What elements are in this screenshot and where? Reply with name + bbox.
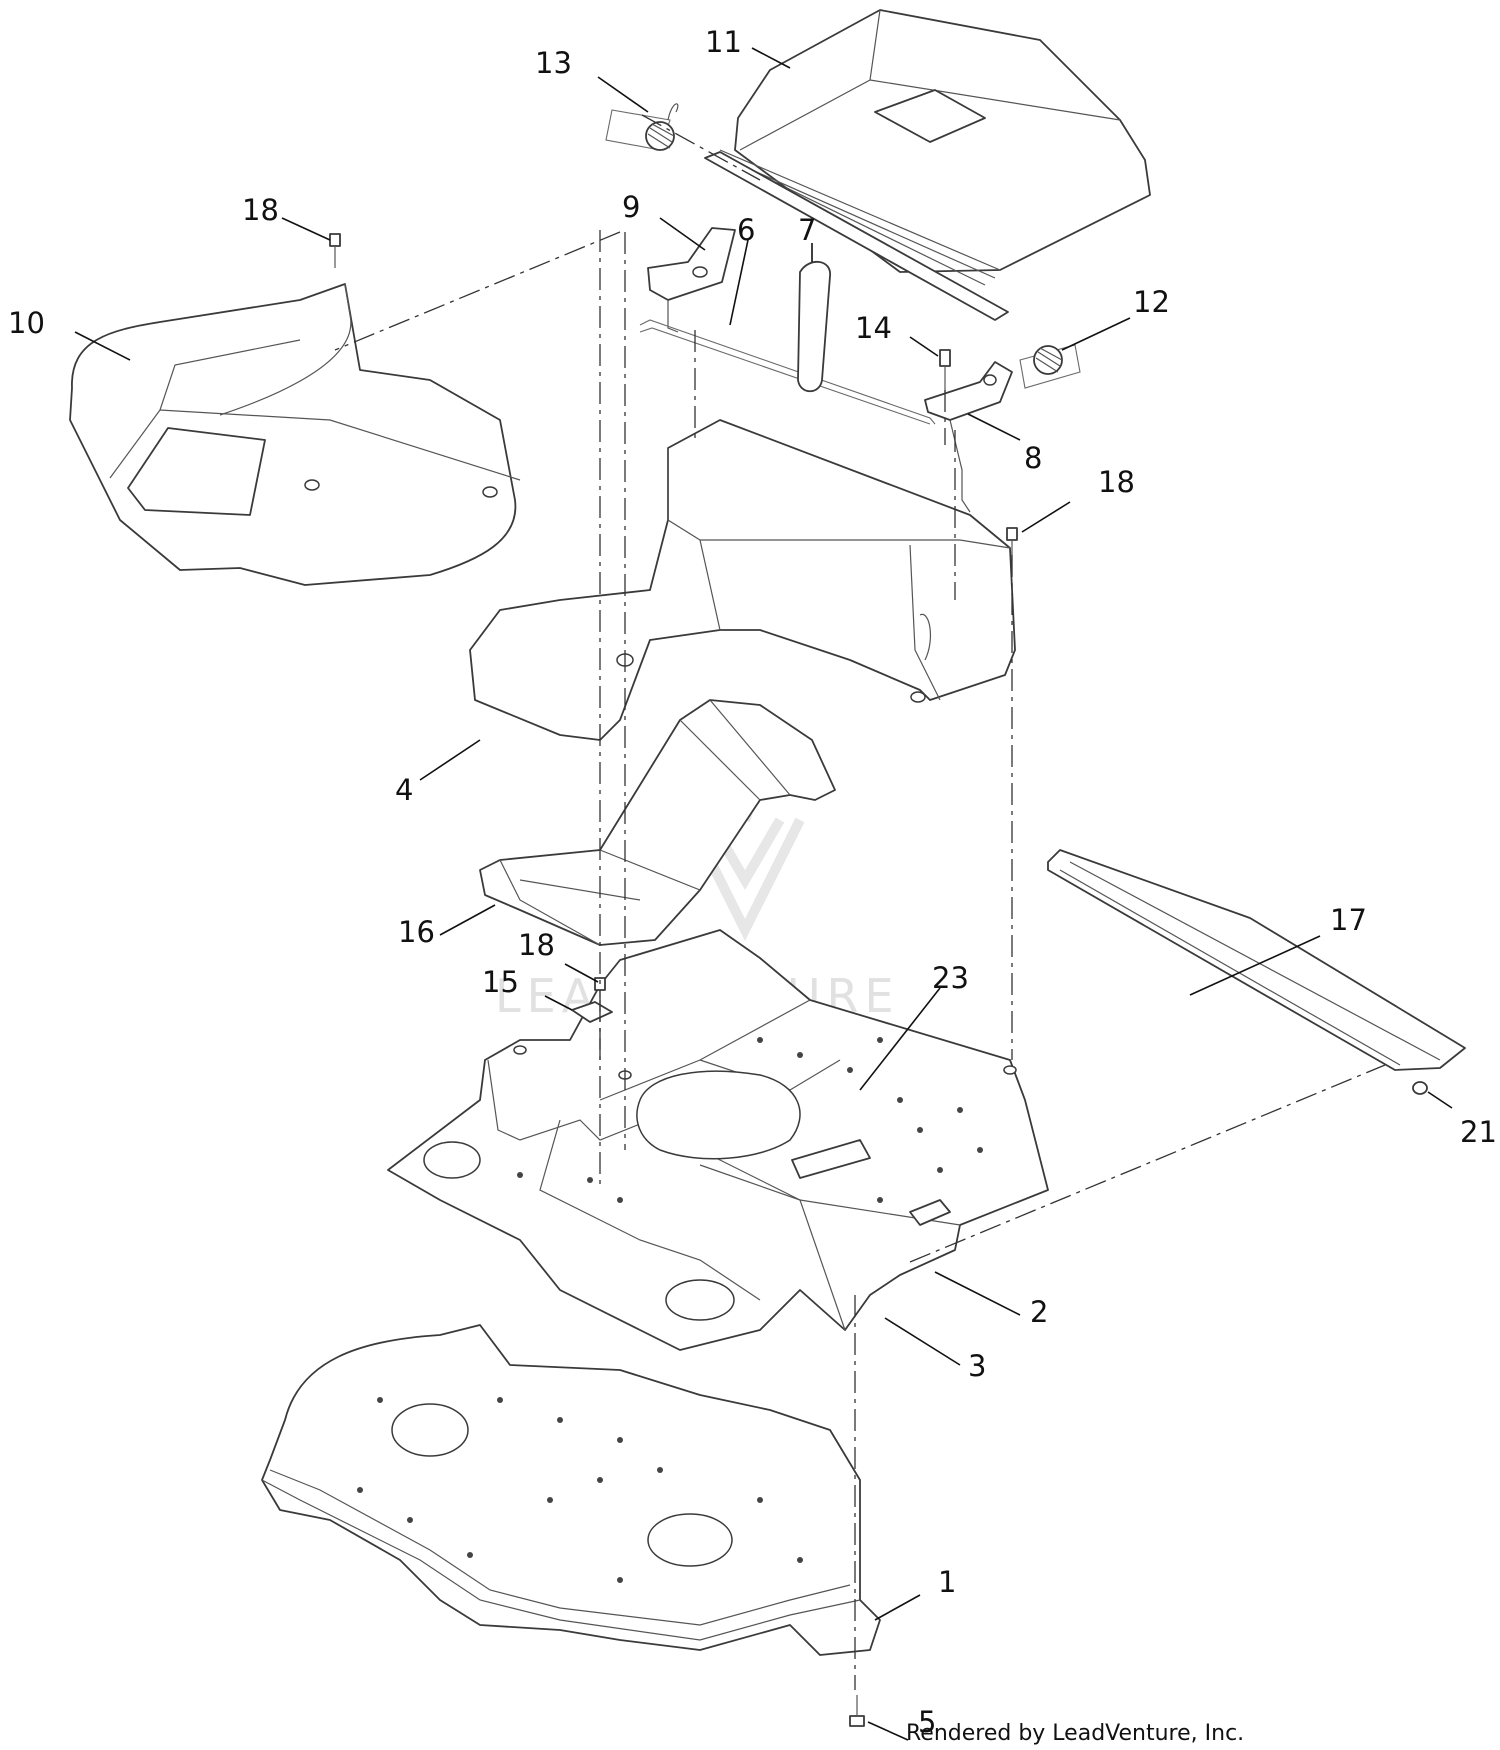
part-11-seat (704, 9, 1151, 321)
callout-2: 2 (1030, 1295, 1048, 1329)
part-14-bolt (939, 349, 951, 392)
callout-15: 15 (482, 965, 519, 999)
callout-18-right: 18 (1098, 465, 1135, 499)
callout-18-middle: 18 (518, 928, 555, 962)
callout-11: 11 (705, 25, 742, 59)
frame-detail-dots (517, 1037, 983, 1203)
callout-23: 23 (932, 961, 969, 995)
callout-18-upper-left: 18 (242, 193, 279, 227)
part-15-clip (571, 1001, 613, 1023)
part-5-bolt (849, 1695, 865, 1727)
part-13-spring (605, 103, 679, 151)
part-4-cover (469, 419, 1016, 741)
callout-12: 12 (1133, 285, 1170, 319)
callout-13: 13 (535, 46, 572, 80)
part-18-bolt-upper-left (329, 233, 341, 268)
callout-9: 9 (622, 190, 640, 224)
callout-8: 8 (1024, 441, 1042, 475)
callout-16: 16 (398, 915, 435, 949)
callout-3: 3 (968, 1349, 986, 1383)
alignment-lines (334, 114, 1386, 1690)
render-credit: Rendered by LeadVenture, Inc. (906, 1721, 1244, 1746)
part-6-rod (639, 261, 936, 425)
part-21-screw (1412, 1081, 1428, 1095)
callout-labels: 1 2 3 4 5 6 7 8 9 10 11 12 13 14 15 16 1… (8, 25, 1497, 1739)
part-17-strip (1047, 849, 1466, 1071)
part-9-bracket (647, 227, 736, 333)
part-10-console (69, 283, 521, 586)
callout-1: 1 (938, 1565, 956, 1599)
part-3-frame (387, 929, 1049, 1351)
callout-7: 7 (798, 213, 816, 247)
part-18-bolt-right (1006, 527, 1018, 556)
callout-10: 10 (8, 306, 45, 340)
part-12-spring (1019, 344, 1081, 389)
callout-21: 21 (1460, 1115, 1497, 1149)
part-16-shroud (479, 699, 836, 946)
part-1-deck (261, 1324, 881, 1656)
callout-6: 6 (737, 213, 755, 247)
deck-detail-dots (357, 1397, 803, 1583)
part-8-bracket (924, 361, 1013, 513)
callout-5: 5 (918, 1705, 936, 1739)
callout-17: 17 (1330, 903, 1367, 937)
callout-14: 14 (855, 311, 892, 345)
callout-4: 4 (395, 773, 413, 807)
leader-lines (74, 47, 1453, 1741)
